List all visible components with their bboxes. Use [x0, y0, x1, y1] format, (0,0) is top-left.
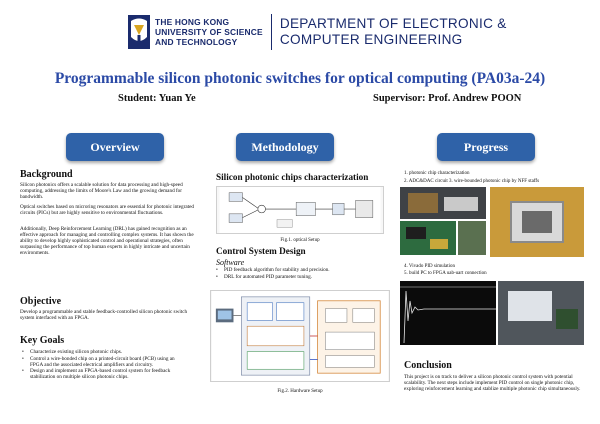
department-name: DEPARTMENT OF ELECTRONIC & COMPUTER ENGI… — [279, 16, 507, 47]
supervisor-name: Supervisor: Prof. Andrew POON — [373, 93, 522, 104]
overview-heading-button: Overview — [66, 133, 164, 161]
progress-item-1: 1. photonic chip characterization — [404, 171, 470, 176]
pcb-photo — [458, 221, 486, 255]
poster-title: Programmable silicon photonic switches f… — [54, 70, 546, 87]
vivado-pid-simulation-plot — [400, 281, 496, 345]
objective-text: Develop a programmable and stable feedba… — [20, 309, 188, 322]
figure-2-caption: Fig.2. Hardware Setup — [277, 389, 323, 394]
chip-characterization-photo — [400, 187, 486, 219]
hkust-logo — [128, 15, 150, 49]
conclusion-text: This project is on track to deliver a si… — [404, 374, 581, 393]
list-item: PID feedback algorithm for stability and… — [216, 267, 374, 274]
methodology-heading-button: Methodology — [236, 133, 334, 161]
software-list: PID feedback algorithm for stability and… — [216, 267, 374, 281]
list-item: Control a wire-bonded chip on a printed-… — [22, 356, 180, 368]
progress-heading-button: Progress — [437, 133, 535, 161]
software-label: Software — [216, 258, 245, 267]
control-system-heading: Control System Design — [216, 246, 306, 256]
adc-dac-circuit-photo — [400, 221, 456, 255]
university-name: THE HONG KONG UNIVERSITY OF SCIENCE AND … — [155, 17, 263, 47]
figure-1-caption: Fig.1. optical Setup — [280, 238, 320, 243]
list-item: DRL for automated PID parameter tuning. — [216, 274, 374, 281]
background-paragraph-2: Optical switches based on microring reso… — [20, 204, 195, 217]
hardware-setup-diagram — [210, 290, 390, 382]
wire-bonded-chip-photo — [490, 187, 584, 257]
background-heading: Background — [20, 169, 73, 180]
progress-item-2-3: 2. ADC&DAC circuit 3. wire-bounded photo… — [404, 179, 540, 184]
key-goals-list: Characterize existing silicon photonic c… — [22, 349, 180, 381]
conclusion-heading: Conclusion — [404, 360, 452, 371]
progress-item-5: 5. build PC to FPGA uab-uart connection — [404, 271, 487, 276]
objective-heading: Objective — [20, 296, 62, 307]
chip-characterization-heading: Silicon photonic chips characterization — [216, 172, 369, 182]
background-paragraph-1: Silicon photonics offers a scalable solu… — [20, 182, 183, 201]
header-divider — [270, 14, 272, 50]
list-item: Design and implement an FPGA-based contr… — [22, 368, 180, 380]
background-paragraph-3: Additionally, Deep Reinforcement Learnin… — [20, 226, 194, 257]
student-name: Student: Yuan Ye — [118, 93, 196, 104]
pc-fpga-connection-photo — [498, 281, 584, 345]
optical-setup-diagram — [216, 186, 384, 234]
progress-item-4: 4. Vivado PID simulation — [404, 264, 455, 269]
poster-header: THE HONG KONG UNIVERSITY OF SCIENCE AND … — [128, 12, 507, 52]
list-item: Characterize existing silicon photonic c… — [22, 349, 180, 355]
key-goals-heading: Key Goals — [20, 335, 65, 346]
